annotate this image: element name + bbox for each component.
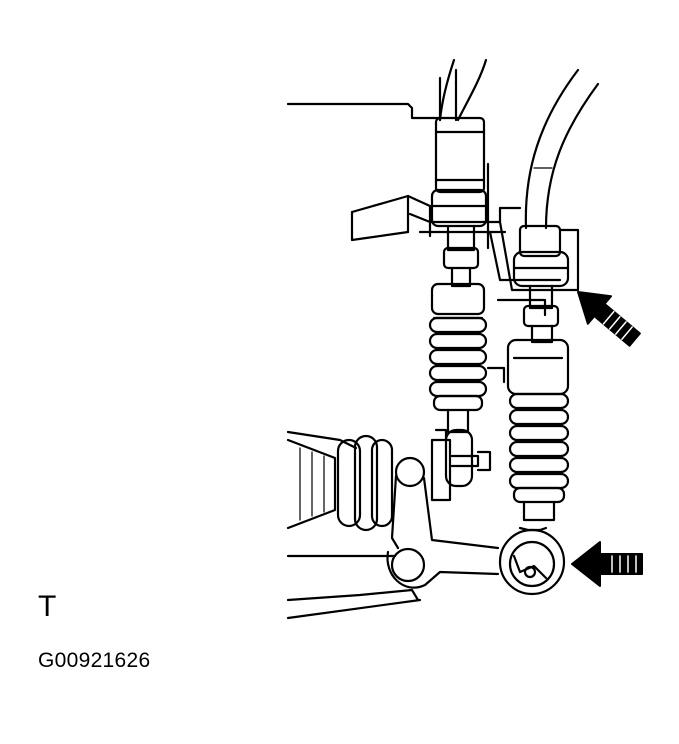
cable-bracket xyxy=(350,162,580,384)
left-shift-cable xyxy=(430,58,488,288)
right-select-cable xyxy=(512,68,600,344)
lower-arrow xyxy=(571,541,643,587)
upper-arrow xyxy=(577,291,641,347)
axle-boot xyxy=(286,434,394,532)
figure-code: G00921626 xyxy=(38,649,151,672)
right-cable-boot xyxy=(506,338,570,522)
left-cable-boot xyxy=(428,282,488,488)
transaxle-housing xyxy=(286,102,442,620)
cable-end-eye xyxy=(498,526,566,596)
view-letter: T xyxy=(38,590,57,623)
transaxle-lever xyxy=(386,428,500,589)
